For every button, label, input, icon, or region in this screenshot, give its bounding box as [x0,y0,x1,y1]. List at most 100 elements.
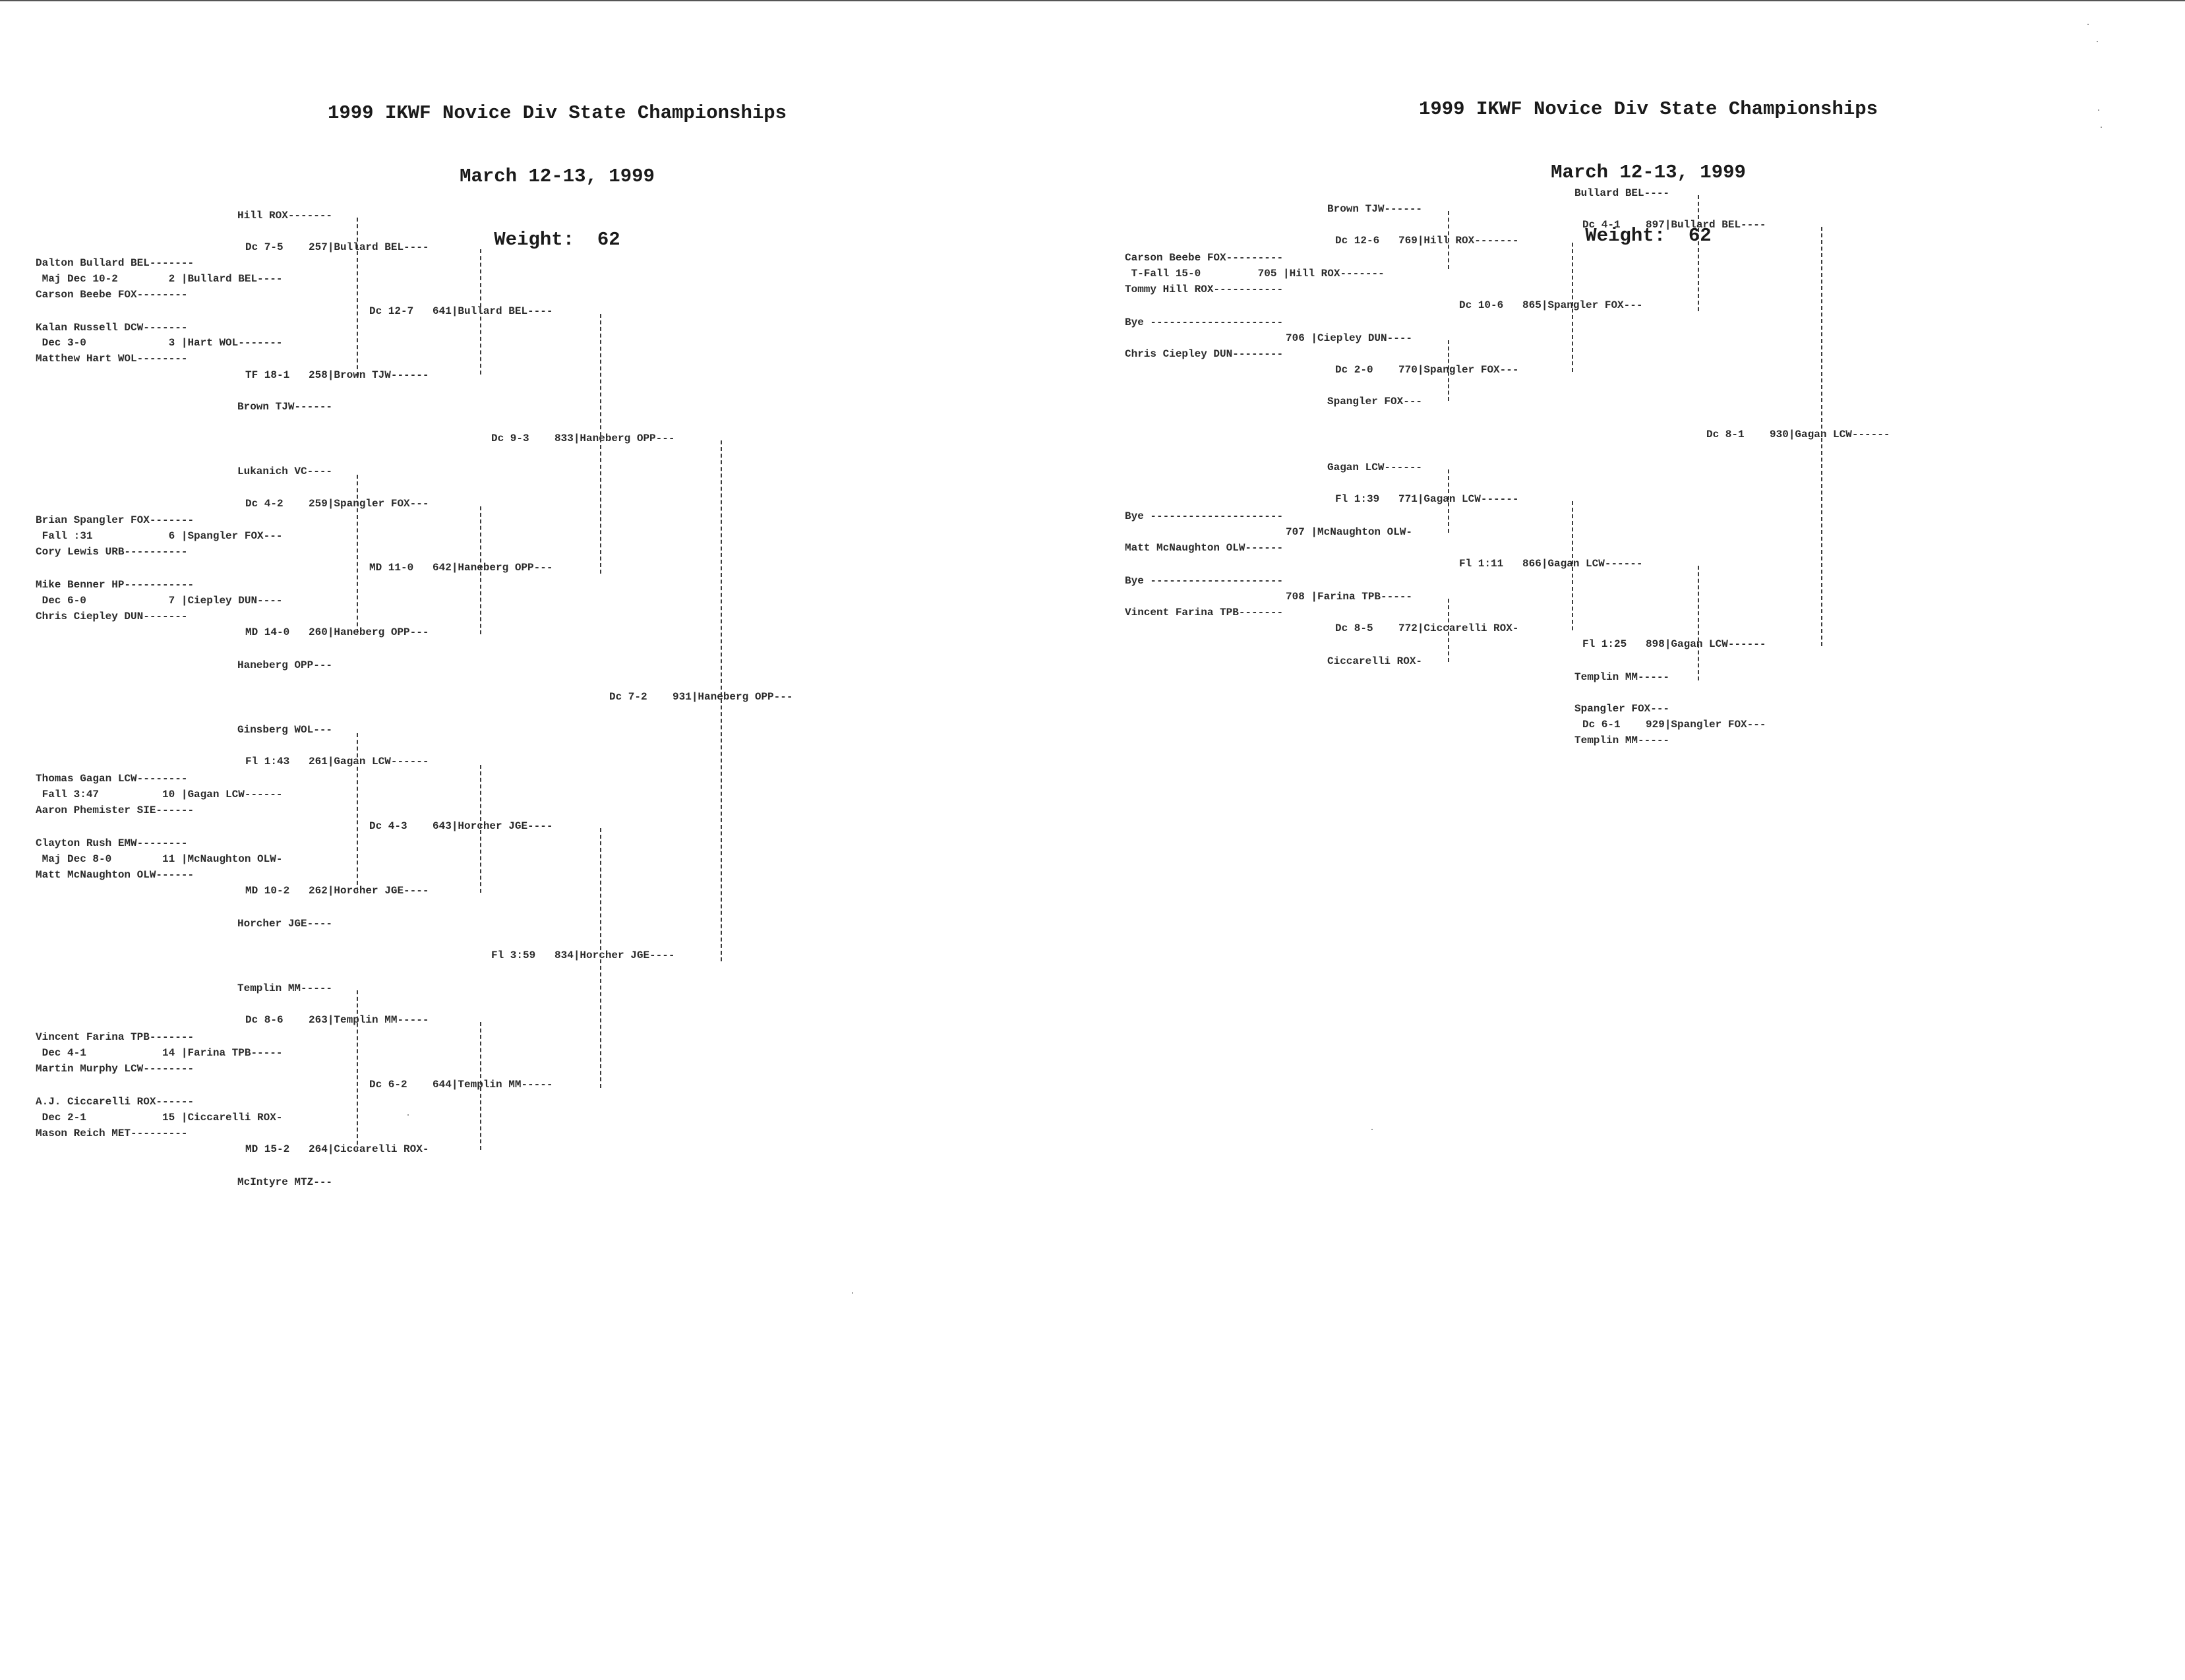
final-result-930: Dc 8-1 930|Gagan LCW------ [1706,429,1890,440]
scan-artifact [2087,24,2089,25]
quarter-result-833: Dc 9-3 833|Haneberg OPP--- [491,433,675,444]
entrant-aj-ciccarelli: A.J. Ciccarelli ROX------ [36,1096,195,1108]
entrant-bye-3: Bye --------------------- [1125,575,1284,587]
round2-result-643: Dc 4-3 643|Horcher JGE---- [369,820,553,832]
quarter-result-834: Fl 3:59 834|Horcher JGE---- [491,949,675,961]
entrant-carson-beebe: Carson Beebe FOX-------- [36,289,188,301]
seed-templin-mm: Templin MM----- [237,982,333,994]
entrant-dalton-bullard: Dalton Bullard BEL------- [36,257,195,269]
bracket-connector [1448,599,1449,662]
bracket-connector [1572,243,1573,372]
seed-templin-mm-2: Templin MM----- [1574,735,1670,746]
round2-result-644: Dc 6-2 644|Templin MM----- [369,1079,553,1091]
round2-result-642: MD 11-0 642|Haneberg OPP--- [369,562,553,574]
entrant-kalan-russell: Kalan Russell DCW------- [36,322,188,334]
bracket-connector [357,733,358,891]
scan-artifact [2097,41,2098,42]
bracket-connector [357,218,358,376]
entrant-aaron-phemister: Aaron Phemister SIE------ [36,804,195,816]
seed-gagan-lcw: Gagan LCW------ [1327,462,1423,473]
cons-result-769: Dc 12-6 769|Hill ROX------- [1335,235,1519,247]
match-7-result: Dec 6-0 7 |Ciepley DUN---- [36,595,283,607]
right-sheet-header: 1999 IKWF Novice Div State Championships… [1352,57,1945,289]
bracket-connector [480,1022,481,1150]
bracket-connector [1448,469,1449,533]
round1-result-262: MD 10-2 262|Horcher JGE---- [245,885,429,897]
right-sheet-title: 1999 IKWF Novice Div State Championships [1418,98,1878,120]
round1-result-264: MD 15-2 264|Ciccarelli ROX- [245,1143,429,1155]
entrant-bye-2: Bye --------------------- [1125,510,1284,522]
entrant-mike-benner: Mike Benner HP----------- [36,579,195,591]
round1-result-263: Dc 8-6 263|Templin MM----- [245,1014,429,1026]
match-705-result: T-Fall 15-0 705 |Hill ROX------- [1125,268,1385,280]
scan-artifact [2101,127,2102,128]
round1-result-259: Dc 4-2 259|Spangler FOX--- [245,498,429,510]
entrant-vincent-farina: Vincent Farina TPB------- [36,1031,195,1043]
seed-lukanich-vc: Lukanich VC---- [237,465,333,477]
match-6-result: Fall :31 6 |Spangler FOX--- [36,530,283,542]
bracket-connector [480,249,481,375]
match-706-result: 706 |Ciepley DUN---- [1286,332,1413,344]
right-sheet-date: March 12-13, 1999 [1551,162,1746,183]
entrant-matthew-hart: Matthew Hart WOL-------- [36,353,188,365]
match-14-result: Dec 4-1 14 |Farina TPB----- [36,1047,283,1059]
scan-artifact [407,1114,409,1116]
entrant-chris-ciepley: Chris Ciepley DUN-------- [1125,348,1284,360]
seed-brown-tjw: Brown TJW------ [1327,203,1423,215]
cons-result-770: Dc 2-0 770|Spangler FOX--- [1335,364,1519,376]
cons-result-771: Fl 1:39 771|Gagan LCW------ [1335,493,1519,505]
scan-artifact [852,1292,853,1294]
bracket-connector [1698,195,1699,311]
entrant-bye-1: Bye --------------------- [1125,316,1284,328]
bracket-connector [1448,211,1449,269]
entrant-vincent-farina: Vincent Farina TPB------- [1125,607,1284,618]
entrant-carson-beebe: Carson Beebe FOX--------- [1125,252,1284,264]
seed-ciccarelli-rox: Ciccarelli ROX- [1327,655,1423,667]
final-result-897: Dc 4-1 897|Bullard BEL---- [1582,219,1766,231]
final-result-898: Fl 1:25 898|Gagan LCW------ [1582,638,1766,650]
bracket-connector [480,506,481,634]
bracket-connector [357,475,358,633]
entrant-chris-ciepley: Chris Ciepley DUN------- [36,611,188,622]
entrant-martin-murphy: Martin Murphy LCW-------- [36,1063,195,1075]
seed-templin-mm-1: Templin MM----- [1574,671,1670,683]
seed-ginsberg-wol: Ginsberg WOL--- [237,724,333,736]
seed-haneberg-opp: Haneberg OPP--- [237,659,333,671]
seed-hill-rox: Hill ROX------- [237,210,333,222]
entrant-clayton-rush: Clayton Rush EMW-------- [36,837,188,849]
bracket-connector [357,990,358,1151]
bracket-connector [600,314,601,574]
cons-result-865: Dc 10-6 865|Spangler FOX--- [1459,299,1643,311]
left-sheet-date: March 12-13, 1999 [460,165,655,187]
bracket-connector [1572,501,1573,630]
match-3-result: Dec 3-0 3 |Hart WOL------- [36,337,283,349]
entrant-brian-spangler: Brian Spangler FOX------- [36,514,195,526]
seed-horcher-jge: Horcher JGE---- [237,918,333,930]
round1-result-261: Fl 1:43 261|Gagan LCW------ [245,756,429,767]
seed-brown-tjw: Brown TJW------ [237,401,333,413]
bracket-connector [1821,227,1822,646]
entrant-matt-mcnaughton: Matt McNaughton OLW------ [36,869,195,881]
round2-result-641: Dc 12-7 641|Bullard BEL---- [369,305,553,317]
entrant-thomas-gagan: Thomas Gagan LCW-------- [36,773,188,785]
semi-result-931: Dc 7-2 931|Haneberg OPP--- [609,691,793,703]
right-sheet-weight: Weight: 62 [1585,225,1712,247]
cons-result-866: Fl 1:11 866|Gagan LCW------ [1459,558,1643,570]
bracket-connector [600,828,601,1088]
bracket-connector [1698,566,1699,680]
left-sheet-title: 1999 IKWF Novice Div State Championships [327,102,787,124]
round1-result-258: TF 18-1 258|Brown TJW------ [245,369,429,381]
bracket-connector [1448,340,1449,401]
entrant-mason-reich: Mason Reich MET--------- [36,1127,188,1139]
seed-spangler-fox: Spangler FOX--- [1327,396,1423,407]
match-708-result: 708 |Farina TPB----- [1286,591,1413,603]
match-10-result: Fall 3:47 10 |Gagan LCW------ [36,789,283,800]
match-2-result: Maj Dec 10-2 2 |Bullard BEL---- [36,273,283,285]
match-11-result: Maj Dec 8-0 11 |McNaughton OLW- [36,853,283,865]
scan-top-edge [0,0,2185,1]
match-707-result: 707 |McNaughton OLW- [1286,526,1413,538]
place-result-929: Dc 6-1 929|Spangler FOX--- [1582,719,1766,731]
entrant-matt-mcnaughton: Matt McNaughton OLW------ [1125,542,1284,554]
left-sheet-header: 1999 IKWF Novice Div State Championships… [260,61,854,293]
scan-artifact [2098,109,2099,111]
